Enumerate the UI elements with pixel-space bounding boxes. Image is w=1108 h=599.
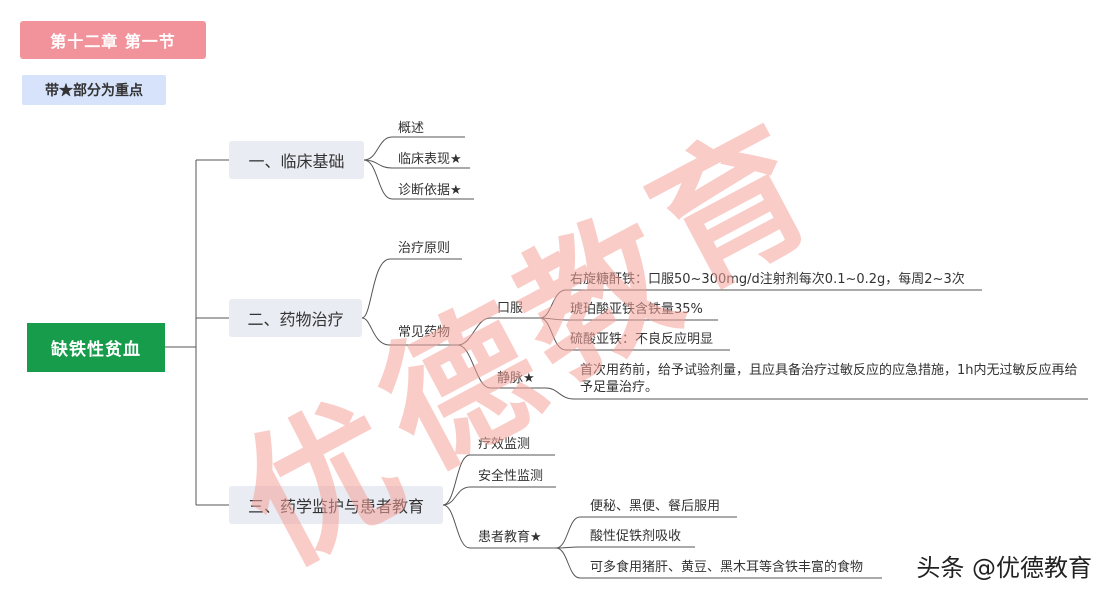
branch-clinical-basis[interactable]: 一、临床基础 [229,141,364,179]
chapter-tag: 第十二章 第一节 [20,21,206,59]
leaf-overview[interactable]: 概述 [398,121,425,136]
leaf-intravenous[interactable]: 静脉★ [497,371,535,386]
oral-item-ferrous-succinate[interactable]: 琥珀酸亚铁含铁量35% [570,302,703,317]
leaf-treatment-principle[interactable]: 治疗原则 [398,241,451,256]
source-credit: 头条 @优德教育 [916,554,1092,582]
iv-item-test-dose[interactable]: 首次用药前，给予试验剂量，且应具备治疗过敏反应的应急措施，1h内无过敏反应再给予… [580,363,1078,395]
education-item-side-effects[interactable]: 便秘、黑便、餐后服用 [590,499,721,514]
leaf-oral[interactable]: 口服 [497,301,524,316]
leaf-clinical-manifestation[interactable]: 临床表现★ [398,152,462,167]
oral-item-ferrous-sulfate[interactable]: 硫酸亚铁：不良反应明显 [570,332,714,347]
education-item-acid-absorption[interactable]: 酸性促铁剂吸收 [590,529,682,544]
education-item-iron-rich-food[interactable]: 可多食用猪肝、黄豆、黑木耳等含铁丰富的食物 [590,560,864,575]
branch-pharmaceutical-care[interactable]: 三、药学监护与患者教育 [229,486,443,524]
branch-drug-therapy[interactable]: 二、药物治疗 [229,299,362,337]
leaf-safety-monitoring[interactable]: 安全性监测 [478,469,544,484]
oral-item-iron-dextran[interactable]: 右旋糖酐铁：口服50~300mg/d注射剂每次0.1~0.2g，每周2~3次 [570,272,965,287]
leaf-efficacy-monitoring[interactable]: 疗效监测 [478,437,531,452]
leaf-common-drugs[interactable]: 常见药物 [398,325,451,340]
leaf-diagnostic-basis[interactable]: 诊断依据★ [398,183,462,198]
root-topic[interactable]: 缺铁性贫血 [27,323,165,372]
leaf-patient-education[interactable]: 患者教育★ [478,530,542,545]
key-points-note: 带★部分为重点 [22,75,166,105]
